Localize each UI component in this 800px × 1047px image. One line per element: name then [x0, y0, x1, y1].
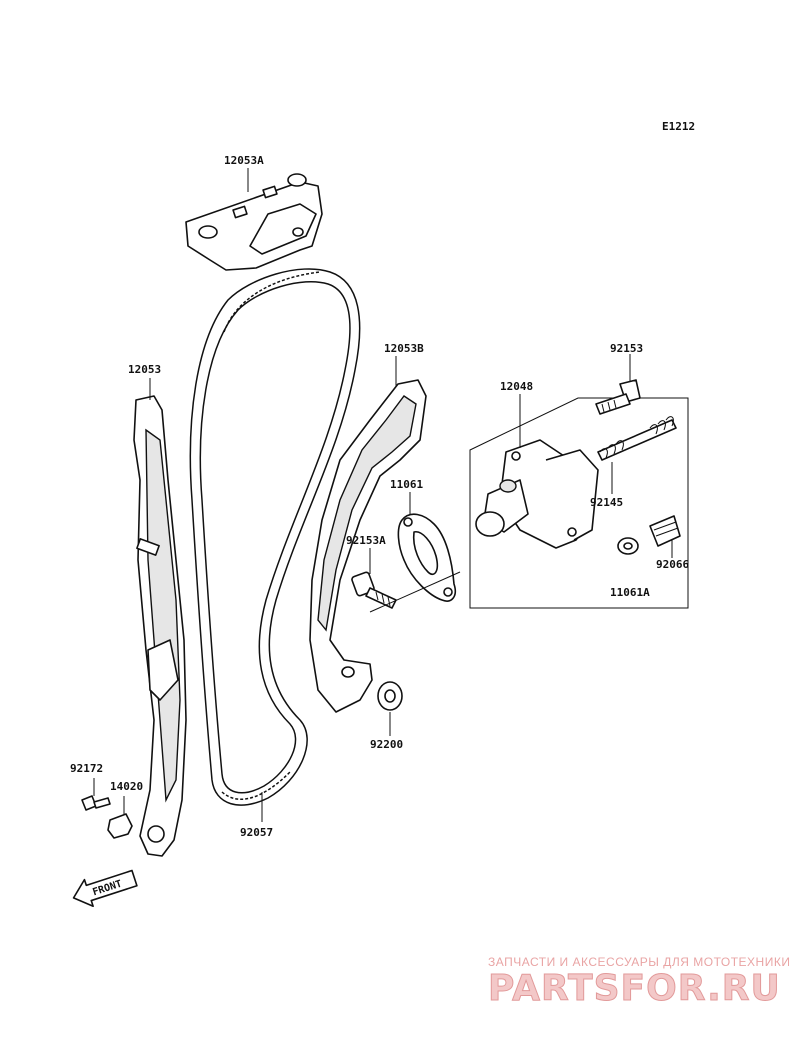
small-bolt[interactable] — [81, 795, 111, 811]
diagram-code: E1212 — [662, 120, 695, 133]
spring[interactable] — [597, 416, 677, 461]
part-label-12048[interactable]: 12048 — [500, 380, 533, 393]
bolt[interactable] — [595, 379, 641, 415]
chain-tensioner-guide[interactable] — [133, 395, 187, 857]
part-label-14020[interactable]: 14020 — [110, 780, 143, 793]
upper-chain-guide[interactable] — [185, 173, 323, 271]
front-arrow-icon: FRONT — [72, 869, 138, 908]
washer[interactable] — [377, 681, 403, 711]
watermark-brand: PARTSFOR.RU — [488, 968, 781, 1009]
part-label-11061[interactable]: 11061 — [390, 478, 423, 491]
part-label-11061A[interactable]: 11061A — [610, 586, 650, 599]
watermark-tagline: ЗАПЧАСТИ И АКСЕССУАРЫ ДЛЯ МОТОТЕХНИКИ — [488, 955, 790, 969]
plug[interactable] — [617, 515, 681, 555]
part-label-92153A[interactable]: 92153A — [346, 534, 386, 547]
part-label-92200[interactable]: 92200 — [370, 738, 403, 751]
part-label-12053B[interactable]: 12053B — [384, 342, 424, 355]
cam-chain-tensioner[interactable] — [475, 439, 599, 549]
cap[interactable] — [107, 813, 133, 839]
part-label-12053A[interactable]: 12053A — [224, 154, 264, 167]
timing-chain[interactable] — [189, 268, 361, 806]
chain-guide-b[interactable] — [309, 379, 427, 713]
part-label-92153[interactable]: 92153 — [610, 342, 643, 355]
part-label-92057[interactable]: 92057 — [240, 826, 273, 839]
part-label-12053[interactable]: 12053 — [128, 363, 161, 376]
gasket[interactable] — [397, 513, 457, 602]
part-label-92066[interactable]: 92066 — [656, 558, 689, 571]
part-label-92145[interactable]: 92145 — [590, 496, 623, 509]
tensioner-assembly-frame — [469, 397, 689, 609]
part-label-92172[interactable]: 92172 — [70, 762, 103, 775]
bolt-a[interactable] — [351, 571, 397, 609]
